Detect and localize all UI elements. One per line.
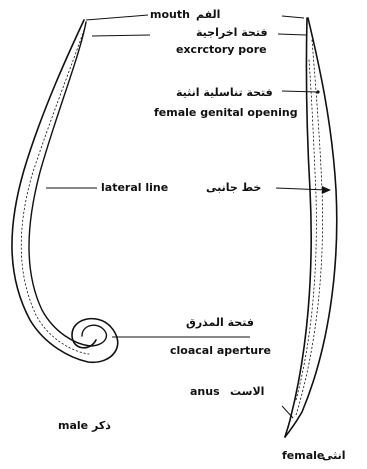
female-worm [285, 18, 337, 437]
leader-lines [46, 15, 326, 418]
excretory-leader [92, 35, 150, 36]
label-anus-ar: الاست [230, 385, 264, 398]
male-worm-outline-inner [29, 22, 106, 346]
lateral-line-leader-right [276, 188, 326, 190]
label-lateral-line-ar: خط جانبى [206, 181, 261, 194]
label-mouth-ar: الفم [196, 8, 220, 21]
excretory-leader-right [278, 34, 306, 35]
genital-leader [282, 91, 318, 92]
lateral-line-marker [322, 186, 331, 194]
mouth-leader-left [86, 15, 148, 20]
female-markers [316, 90, 331, 194]
label-anus-en: anus [190, 385, 220, 398]
label-excretory-pore-ar: فتحة اخراجية [196, 26, 268, 39]
label-male-ar: ذكر [92, 419, 111, 432]
label-female-genital-opening-en: female genital opening [154, 106, 298, 119]
label-excretory-pore-en: excrctory pore [176, 43, 267, 56]
genital-opening-marker [316, 90, 319, 93]
label-cloacal-aperture-en: cloacal aperture [170, 344, 271, 357]
label-mouth-en: mouth [150, 8, 190, 21]
label-female-en: female [282, 449, 324, 462]
mouth-leader-right [282, 16, 304, 18]
female-worm-gut [296, 40, 323, 415]
label-female-ar: انثى [322, 449, 346, 462]
label-male-en: male [58, 419, 88, 432]
label-lateral-line-en: lateral line [101, 181, 168, 194]
female-worm-outline-left [285, 18, 311, 437]
label-cloacal-aperture-ar: فتحة المذرق [186, 316, 254, 329]
male-worm-gut [21, 30, 89, 354]
label-female-genital-opening-ar: فتحة تناسلية انثية [176, 86, 273, 99]
